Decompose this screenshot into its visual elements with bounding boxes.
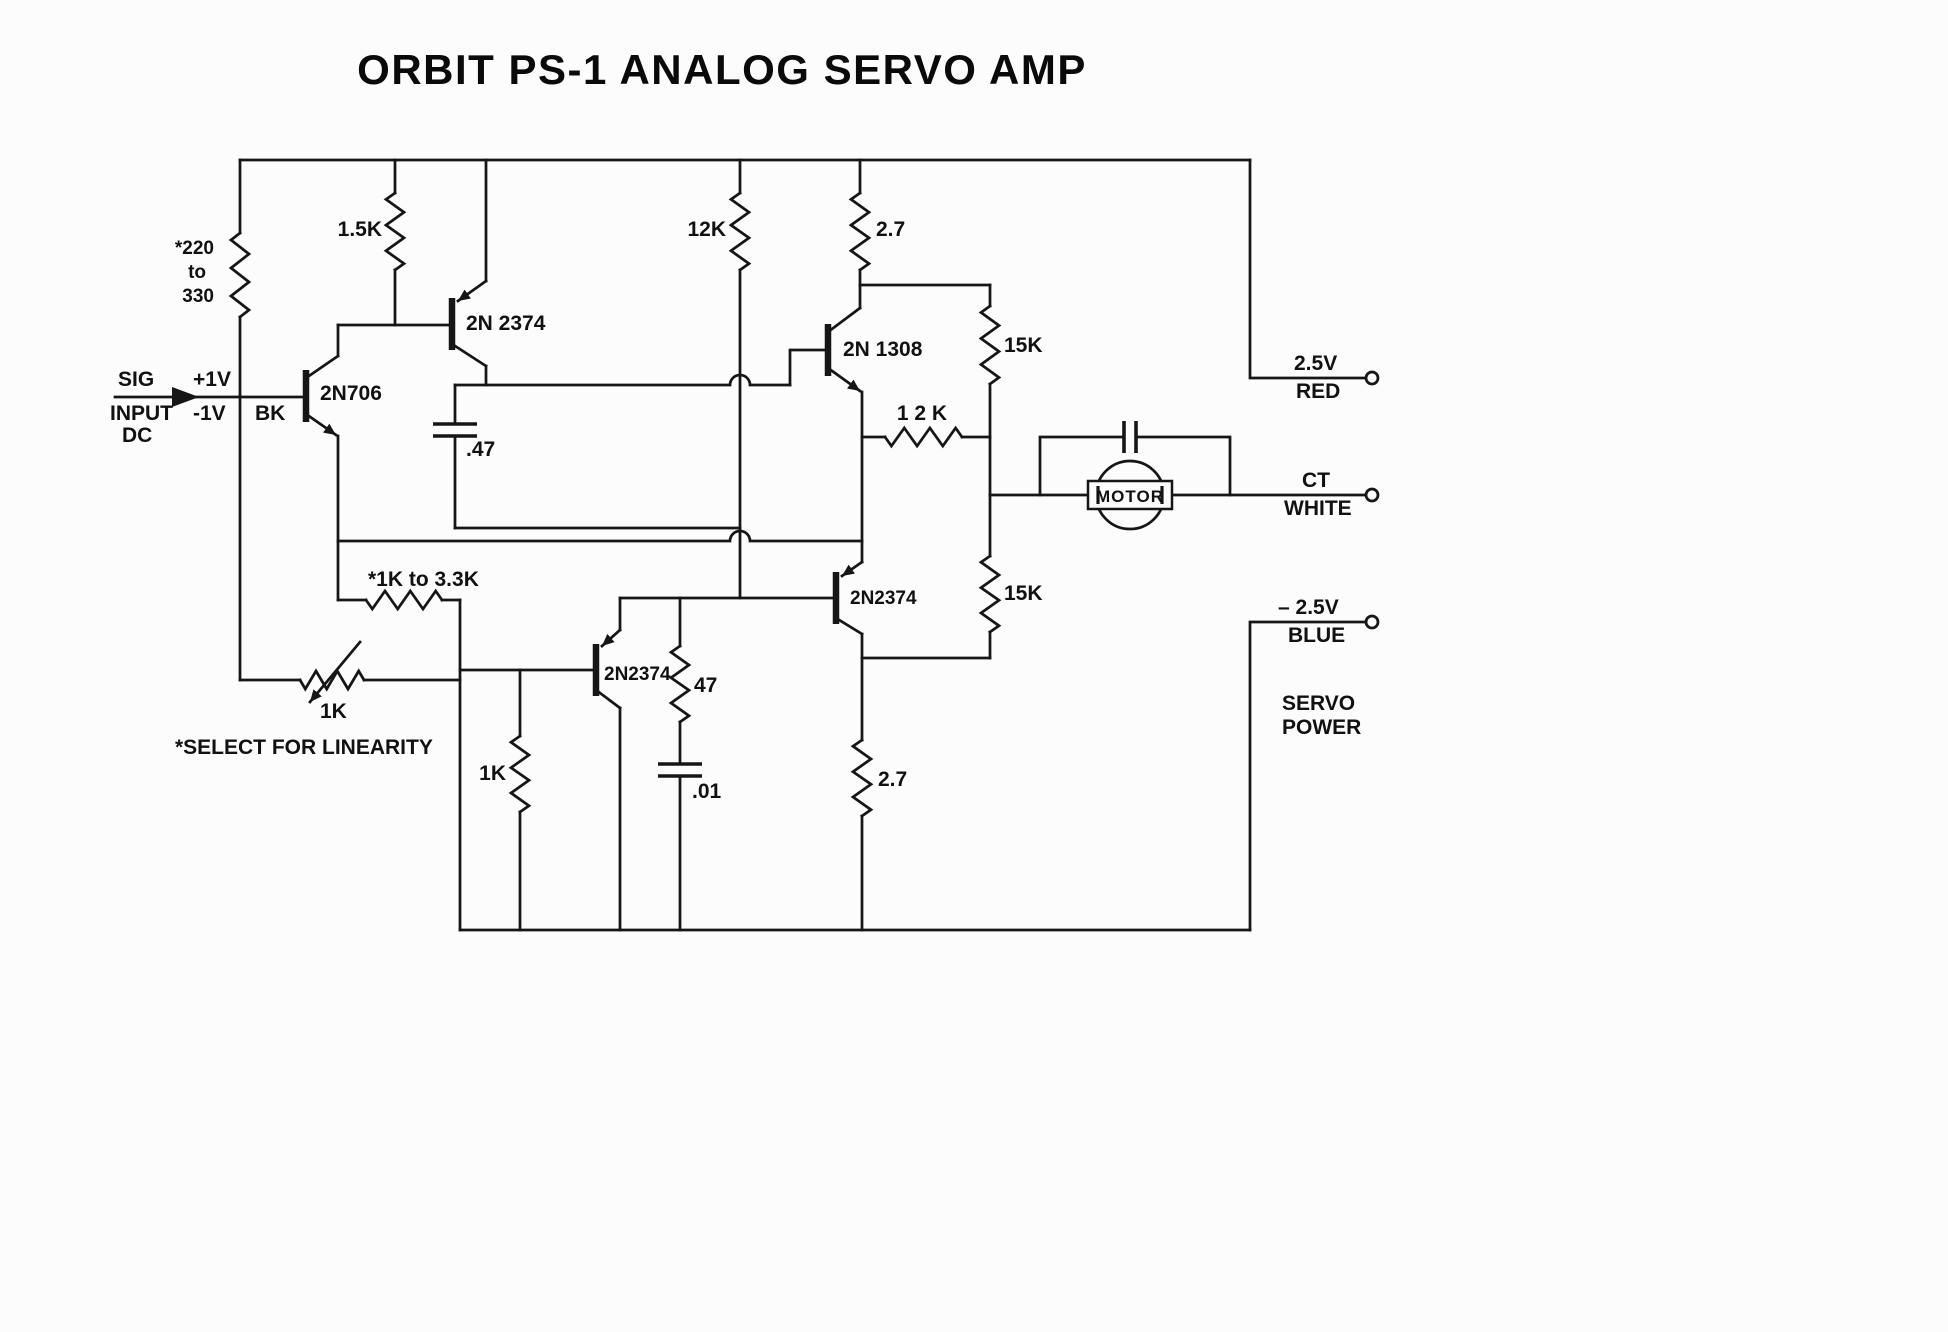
q5-emitter-wire [840, 560, 864, 578]
q3-emitter-wire [826, 366, 862, 393]
red-label: RED [1296, 380, 1340, 403]
red-terminal[interactable] [1364, 370, 1380, 386]
q4-label: 2N2374 [604, 664, 671, 685]
resistor-220-330 [228, 231, 252, 319]
blue-terminal[interactable] [1364, 614, 1380, 630]
r1k-mid-label: 1K [479, 762, 506, 785]
r220-label-1: *220 [175, 238, 214, 259]
r2-7-bot-label: 2.7 [878, 768, 907, 791]
blue-label: BLUE [1288, 624, 1345, 647]
motor-loop-wire [1038, 435, 1232, 497]
q1-collector-wire [304, 323, 340, 380]
q1-emitter-wire [304, 412, 338, 437]
blue-wire [1248, 620, 1368, 932]
c47-plates [433, 422, 477, 438]
r15k-bot-label: 15K [1004, 582, 1043, 605]
c01-label: .01 [692, 780, 722, 803]
loop-cap-plates [1122, 421, 1138, 453]
linearity-note: *SELECT FOR LINEARITY [175, 736, 433, 759]
input-label: INPUT [110, 402, 173, 425]
resistor-1k-3-3k [364, 588, 444, 612]
bk-label: BK [255, 402, 285, 425]
r220-label-3: 330 [182, 286, 214, 307]
resistor-1-5k [383, 191, 407, 272]
dc-label: DC [122, 424, 152, 447]
c01-plates [658, 762, 702, 778]
motor-label: MOTOR [1096, 487, 1164, 506]
r1-5k-label: 1.5K [338, 218, 382, 241]
q3-collector-wire [826, 283, 862, 334]
q2-collector-wire [450, 342, 488, 387]
sig-label: SIG [118, 368, 154, 391]
q4-emitter-wire [600, 628, 622, 648]
pot-1k-label: 1K [320, 700, 347, 723]
q5-label: 2N2374 [850, 588, 917, 609]
resistor-15k-bot [978, 554, 1002, 634]
plus1v-label: +1V [193, 368, 231, 391]
q5-collector-wire [834, 616, 864, 742]
red-wire [1248, 158, 1368, 380]
r15k-top-label: 15K [1004, 334, 1043, 357]
r12k-top-label: 12K [687, 218, 726, 241]
ct-terminal[interactable] [1364, 487, 1380, 503]
r47-label: 47 [694, 674, 717, 697]
red-voltage-label: 2.5V [1294, 352, 1337, 375]
power-label: POWER [1282, 716, 1361, 739]
q3-label: 2N 1308 [843, 338, 923, 361]
r2-7-top-label: 2.7 [876, 218, 905, 241]
r12k-mid-label: 1 2 K [897, 402, 947, 425]
page-title: ORBIT PS-1 ANALOG SERVO AMP [357, 46, 1087, 93]
r1k33-label: *1K to 3.3K [368, 568, 479, 591]
q2-label: 2N 2374 [466, 312, 546, 335]
q1-label: 2N706 [320, 382, 382, 405]
r220-label-2: to [188, 262, 206, 283]
resistor-12k-mid [883, 425, 964, 449]
c47-label: .47 [466, 438, 495, 461]
pot-wiper-wire [308, 640, 362, 704]
minus1v-label: -1V [193, 402, 226, 425]
bus-541-wire [336, 529, 864, 543]
resistor-15k-top [978, 304, 1002, 386]
blue-voltage-label: – 2.5V [1278, 596, 1339, 619]
q3-base-wire [788, 348, 830, 387]
ct-label: CT [1302, 469, 1330, 492]
resistor-1k-mid [508, 734, 532, 814]
motor-box [1086, 479, 1174, 511]
resistor-47 [668, 644, 692, 724]
q2-emitter-wire [456, 279, 488, 303]
resistor-2-7-bot [850, 738, 874, 818]
servo-label: SERVO [1282, 692, 1355, 715]
sig-arrow-icon [172, 387, 199, 407]
resistor-2-7-top [848, 191, 872, 272]
white-label: WHITE [1284, 497, 1352, 520]
q4-collector-wire [594, 688, 622, 932]
potentiometer-1k[interactable] [298, 668, 366, 692]
resistor-12k-top [728, 191, 752, 272]
